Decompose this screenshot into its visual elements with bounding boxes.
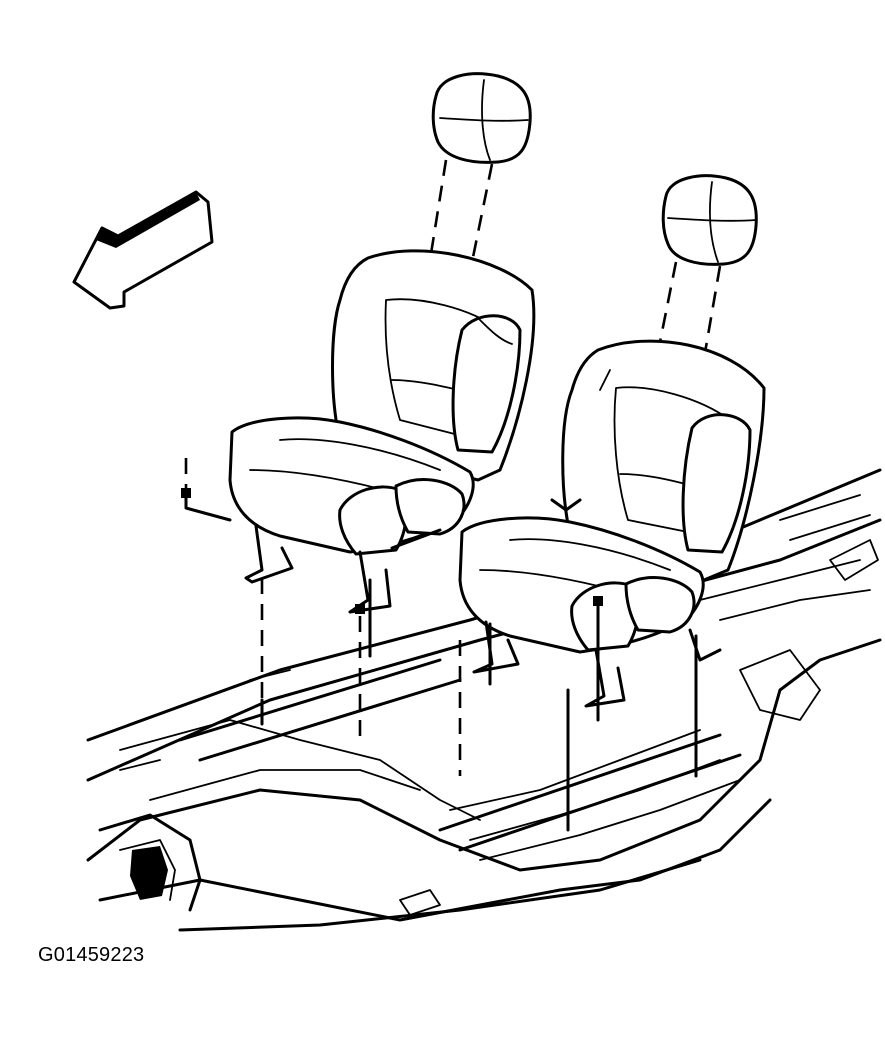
left-seat — [228, 249, 536, 614]
seat-bolts — [181, 458, 698, 832]
right-headrest — [656, 174, 758, 371]
floor-pan — [86, 468, 882, 932]
front-arrow — [72, 190, 214, 310]
figure-id-label: G01459223 — [38, 944, 145, 966]
left-headrest — [428, 72, 532, 273]
right-seat — [458, 339, 766, 708]
